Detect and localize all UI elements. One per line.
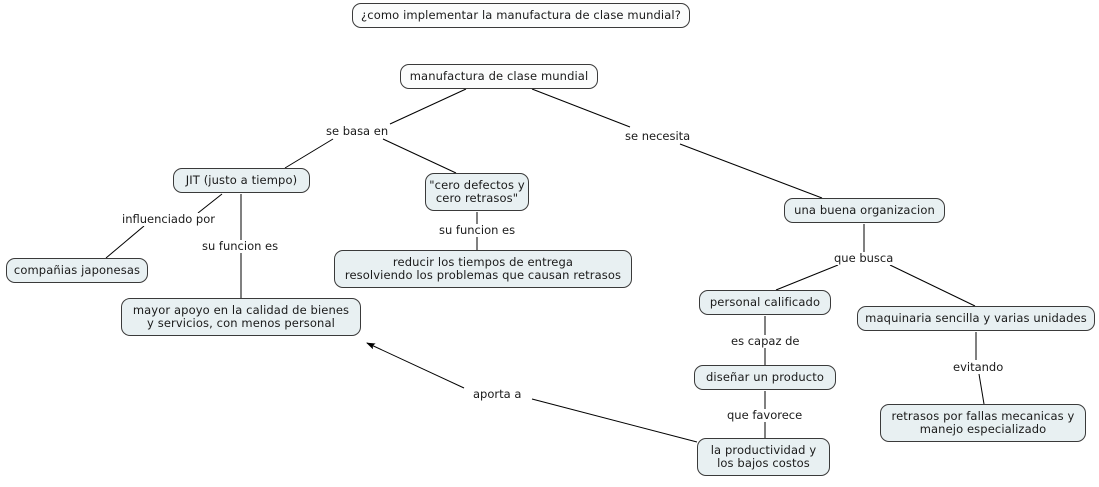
edge-sebasaen-to-jit [284,138,334,169]
link-label-que-busca[interactable]: que busca [832,251,896,265]
link-label-se-necesita[interactable]: se necesita [623,129,693,143]
link-label-es-capaz-de[interactable]: es capaz de [729,334,802,348]
edge-evitando-to-retrasos [978,373,985,405]
concept-node-retrasos[interactable]: retrasos por fallas mecanicas y manejo e… [880,404,1086,442]
edge-aportaa-to-apoyo [366,342,465,389]
link-label-evitando[interactable]: evitando [951,360,1006,374]
concept-node-japonesas[interactable]: compañias japonesas [6,258,148,283]
concept-node-cero[interactable]: "cero defectos y cero retrasos" [425,173,529,211]
concept-node-productividad[interactable]: la productividad y los bajos costos [697,438,830,476]
concept-node-focus[interactable]: ¿como implementar la manufactura de clas… [352,3,690,28]
edge-jit-to-influenciado [197,193,223,214]
link-label-aporta-a[interactable]: aporta a [471,387,524,401]
concept-node-reducir[interactable]: reducir los tiempos de entrega resolvien… [334,250,632,288]
link-label-influenciado-por[interactable]: influenciado por [120,212,217,226]
edge-root-to-senecesita [531,88,631,128]
concept-node-root[interactable]: manufactura de clase mundial [400,64,598,89]
concept-node-apoyo[interactable]: mayor apoyo en la calidad de bienes y se… [121,298,361,336]
link-label-que-favorece[interactable]: que favorece [725,408,805,422]
link-label-se-basa-en[interactable]: se basa en [324,124,391,138]
edge-quebusca-to-personal [775,264,839,291]
edge-influenciado-to-jap [105,225,145,259]
concept-node-personal[interactable]: personal calificado [699,290,831,315]
concept-node-disenar[interactable]: diseñar un producto [694,365,836,390]
concept-node-jit[interactable]: JIT (justo a tiempo) [173,168,310,193]
concept-node-organizacion[interactable]: una buena organizacion [784,198,945,223]
edge-root-to-sebasaen [389,88,467,125]
concept-node-maquinaria[interactable]: maquinaria sencilla y varias unidades [857,306,1095,331]
link-label-su-funcion-es-1[interactable]: su funcion es [200,239,281,253]
edge-quebusca-to-maquinaria [889,264,976,307]
edge-group [105,88,985,443]
link-label-su-funcion-es-2[interactable]: su funcion es [437,223,518,237]
edge-prod-to-aportaa [531,398,698,443]
edge-sebasaen-to-cero [382,138,457,174]
edge-senecesita-to-org [679,143,823,199]
